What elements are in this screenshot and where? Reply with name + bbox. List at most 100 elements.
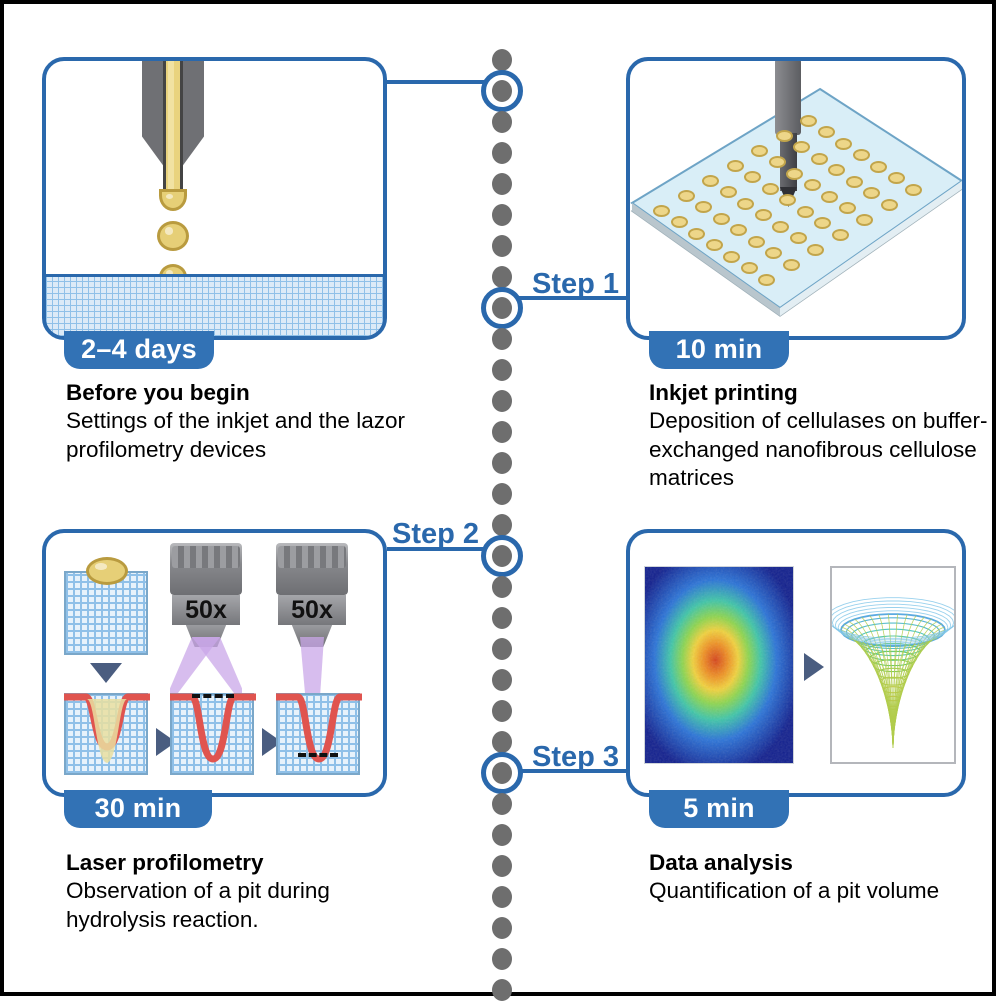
timeline-dot [492,669,512,691]
timeline-dot [492,979,512,1001]
timeline-dot [492,638,512,660]
lens-magnification-label: 50x [172,595,240,625]
printed-droplet [671,216,688,228]
printed-droplet [723,251,740,263]
timeline-dot [492,328,512,350]
printed-droplet [818,126,835,138]
printed-droplet [769,156,786,168]
pit-heatmap [644,566,794,764]
pit-profile-c [276,683,362,779]
lens-knurl [172,546,240,568]
printed-droplet [856,214,873,226]
lens-knurl [278,546,346,568]
lens-barrel [276,543,348,595]
timeline-step-dot [492,297,512,319]
right-arrow-icon [804,653,824,681]
pit-profile-a [64,683,150,779]
printed-droplet [755,209,772,221]
droplet-icon [159,189,187,211]
pit-3d-mesh [830,566,956,764]
duration-badge: 30 min [64,790,212,828]
printed-droplet [835,138,852,150]
duration-badge: 2–4 days [64,331,214,369]
printed-droplet [888,172,905,184]
printed-droplet [748,236,765,248]
timeline-step-dot [492,80,512,102]
panel-laser-profilometry: 50x 50x [42,529,387,797]
caption-title: Before you begin [66,379,406,407]
timeline-dot [492,111,512,133]
measurement-dash-top [192,694,234,698]
figure-stage: 2–4 days Before you begin Settings of th… [4,4,992,992]
printed-droplet [870,161,887,173]
timeline-dot [492,917,512,939]
measurement-dash-bottom [298,753,338,757]
printed-droplet [702,175,719,187]
printed-droplet [797,206,814,218]
objective-lens: 50x [276,543,348,647]
timeline-step-dot [492,762,512,784]
timeline-dot [492,359,512,381]
duration-label: 30 min [95,793,182,824]
printed-droplet [821,191,838,203]
timeline-dot [492,266,512,288]
mesh-svg [832,568,954,762]
printed-droplet [653,205,670,217]
caption-before-you-begin: Before you begin Settings of the inkjet … [66,379,406,464]
panel-inkjet-printing [626,57,966,340]
timeline-dot [492,49,512,71]
panel-before-you-begin [42,57,387,340]
timeline-step-dot [492,545,512,567]
printed-droplet [853,149,870,161]
connector-line-top-left [387,80,487,84]
printed-droplet [905,184,922,196]
timeline [485,34,519,974]
printed-droplet [751,145,768,157]
caption-description: Observation of a pit during hydrolysis r… [66,877,406,934]
timeline-dot [492,855,512,877]
duration-badge: 10 min [649,331,789,369]
caption-inkjet-printing: Inkjet printing Deposition of cellulases… [649,379,994,492]
printed-droplet [776,130,793,142]
timeline-dot [492,173,512,195]
printed-droplet [839,202,856,214]
timeline-dot [492,390,512,412]
printhead-nozzle-icon [775,59,801,135]
lens-barrel [170,543,242,595]
printed-droplet [762,183,779,195]
enzyme-droplet-icon [86,557,128,585]
printed-droplet [758,274,775,286]
printed-droplet [783,259,800,271]
printed-droplet [832,229,849,241]
step-label-2: Step 2 [392,518,479,551]
duration-badge: 5 min [649,790,789,828]
timeline-dot [492,421,512,443]
duration-label: 5 min [683,793,755,824]
caption-description: Settings of the inkjet and the lazor pro… [66,407,406,464]
timeline-dot [492,731,512,753]
caption-title: Inkjet printing [649,379,994,407]
duration-label: 2–4 days [81,334,197,365]
timeline-dot [492,886,512,908]
step-label-3: Step 3 [532,741,619,774]
printed-droplet [706,239,723,251]
timeline-dot [492,483,512,505]
timeline-dot [492,824,512,846]
timeline-dot [492,700,512,722]
nozzle-channel-icon [163,61,183,193]
printed-droplet [688,228,705,240]
printed-droplet [786,168,803,180]
printed-droplet [720,186,737,198]
printed-droplet [737,198,754,210]
printed-droplet [713,213,730,225]
printed-droplet [811,153,828,165]
printed-droplet [807,244,824,256]
objective-lens: 50x [170,543,242,647]
printed-droplet [727,160,744,172]
printed-droplet [846,176,863,188]
duration-label: 10 min [676,334,763,365]
printed-droplet [678,190,695,202]
timeline-dot [492,142,512,164]
caption-laser-profilometry: Laser profilometry Observation of a pit … [66,849,406,934]
timeline-dot [492,235,512,257]
